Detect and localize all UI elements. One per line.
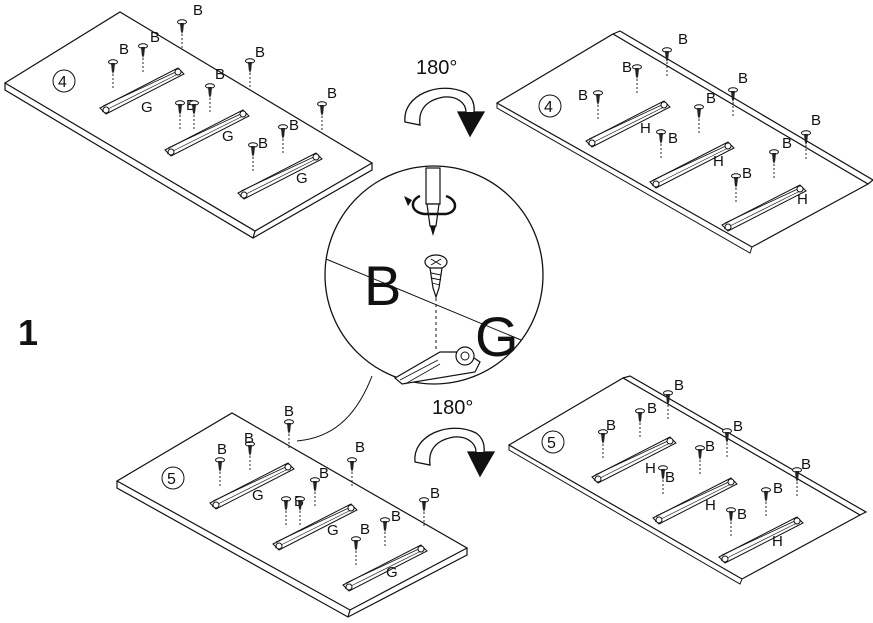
- panel-top-right: 4 H H H B B B B B B B B B: [495, 30, 873, 254]
- rail-label: H: [705, 497, 716, 514]
- rotation-label: 180°: [416, 57, 457, 79]
- screw-label: B: [355, 439, 365, 456]
- screw-label: B: [665, 469, 675, 486]
- screw-label: B: [678, 31, 688, 48]
- screw-label: B: [430, 485, 440, 502]
- screw-label: B: [606, 417, 616, 434]
- rotate-180-arrow: 180°: [414, 397, 496, 478]
- screw-label: B: [674, 377, 684, 394]
- panel-number: 5: [547, 435, 556, 452]
- screw-label: B: [327, 85, 337, 102]
- screw-label: B: [811, 112, 821, 129]
- panel-bottom-left: 5 G G G B B B B B B B B B: [115, 403, 469, 618]
- screw-label: B: [668, 130, 678, 147]
- panel-number: 4: [544, 99, 553, 116]
- screw-label: B: [742, 165, 752, 182]
- screw-label: B: [622, 59, 632, 76]
- step-number: 1: [18, 312, 38, 353]
- rail-label: G: [252, 487, 264, 504]
- panel-bottom-right: 5 H H H B B B B B B B B B: [507, 375, 868, 585]
- rail-label: H: [797, 191, 808, 208]
- screw-label: B: [289, 117, 299, 134]
- screw-label: B: [193, 2, 203, 19]
- screw-icon: [317, 101, 327, 133]
- screw-label: B: [733, 418, 743, 435]
- rail-label: G: [222, 128, 234, 145]
- screw-label: B: [801, 456, 811, 473]
- detail-screw-label: B: [364, 254, 401, 317]
- screw-label: B: [244, 430, 254, 447]
- screw-label: B: [255, 44, 265, 61]
- rail-label: H: [772, 533, 783, 550]
- detail-zoom: B G: [296, 165, 544, 442]
- panel-number: 5: [167, 471, 176, 488]
- screw-label: B: [217, 441, 227, 458]
- screw-label: B: [391, 508, 401, 525]
- screw-label: B: [782, 135, 792, 152]
- screw-label: B: [578, 87, 588, 104]
- screw-label: B: [773, 480, 783, 497]
- screw-label: B: [258, 135, 268, 152]
- detail-rail-label: G: [475, 305, 519, 368]
- screw-label: B: [186, 97, 196, 114]
- screw-label: B: [737, 506, 747, 523]
- screw-label: B: [284, 403, 294, 420]
- screw-icon: [177, 19, 187, 51]
- screw-label: B: [360, 521, 370, 538]
- panel-number-badge: [52, 69, 76, 93]
- screw-label: B: [738, 70, 748, 87]
- rotation-label: 180°: [432, 397, 473, 419]
- screw-label: B: [215, 66, 225, 83]
- panel-number: 4: [58, 74, 67, 91]
- rail-label: G: [141, 99, 153, 116]
- screw-label: B: [647, 400, 657, 417]
- rail-label: G: [386, 564, 398, 581]
- rail-label: G: [327, 522, 339, 539]
- rotate-180-arrow: 180°: [404, 57, 486, 138]
- screw-label: B: [319, 465, 329, 482]
- screw-label: B: [705, 438, 715, 455]
- rail-label: H: [640, 120, 651, 137]
- screw-label: B: [119, 41, 129, 58]
- screw-label: B: [150, 29, 160, 46]
- rail-label: G: [296, 170, 308, 187]
- screw-icon: [245, 58, 255, 90]
- rail-label: H: [645, 460, 656, 477]
- rail-label: H: [713, 153, 724, 170]
- panel-top-left: 4 G G G B B B B B B B B B: [3, 2, 374, 239]
- screw-label: B: [706, 90, 716, 107]
